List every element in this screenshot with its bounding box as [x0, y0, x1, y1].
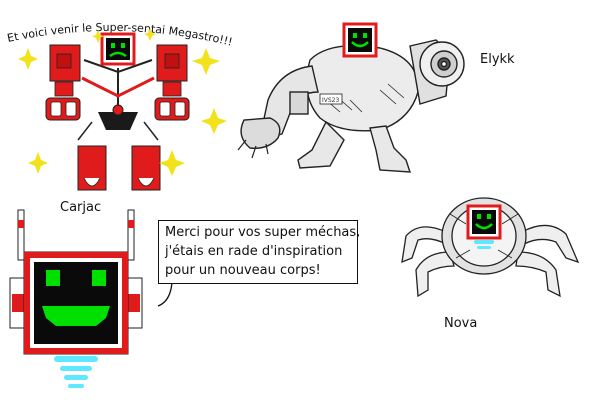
elykk-head-screen: [342, 22, 378, 58]
nova-head-screen: [466, 204, 502, 249]
label-nova: Nova: [444, 316, 478, 331]
sparkle-group: [18, 28, 227, 176]
label-carjac: Carjac: [60, 200, 102, 215]
elykk-id-plate: IVS23: [322, 97, 340, 104]
speech-line-1: Merci pour vos super méchas,: [165, 225, 361, 240]
speech-line-3: pour un nouveau corps!: [165, 263, 321, 278]
speech-bubble: Merci pour vos super méchas, j'étais en …: [158, 220, 361, 284]
narrator-robot: [9, 209, 143, 388]
label-elykk: Elykk: [480, 52, 515, 67]
speech-line-2: j'étais en rade d'inspiration: [165, 244, 343, 259]
carjac-mecha: [45, 32, 190, 191]
elykk-mecha: [237, 39, 465, 173]
